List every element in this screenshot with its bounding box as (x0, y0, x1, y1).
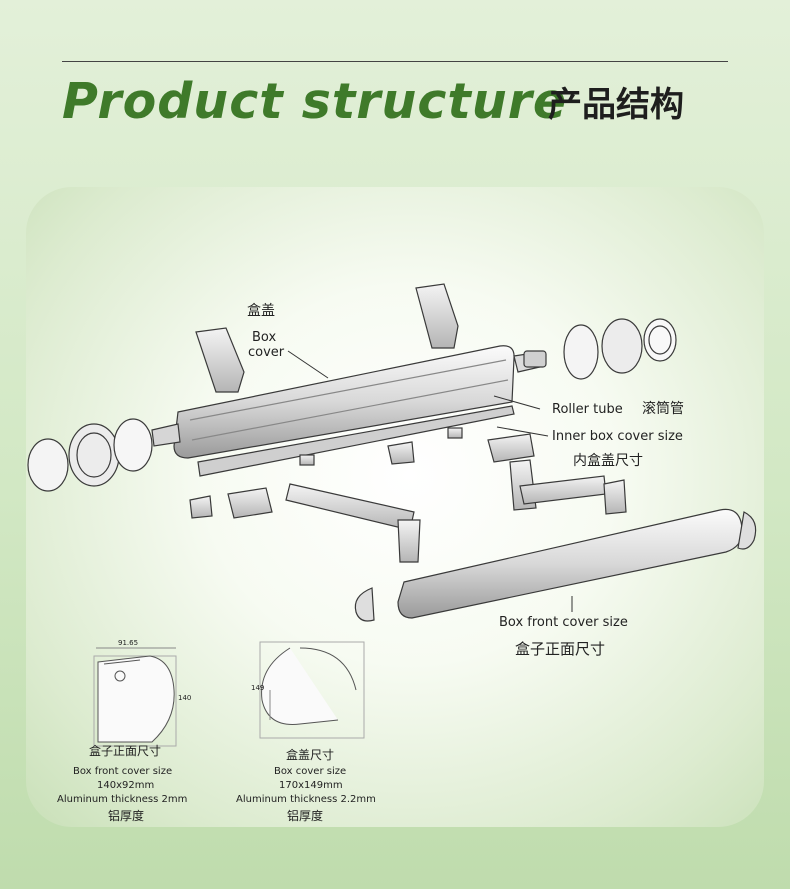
box-front-cover-label: Box front cover size (499, 615, 628, 630)
profile-right-drawing (259, 641, 365, 739)
profile-right-thickness: Aluminum thickness 2.2mm (236, 794, 376, 805)
profile-right-cn-title: 盒盖尺寸 (286, 747, 334, 762)
leader-lines (287, 350, 573, 612)
profile-right-size: 170x149mm (279, 780, 343, 791)
profile-left-en-title: Box front cover size (73, 766, 172, 777)
page-title: Product structure (62, 73, 568, 130)
profile-left-thickness: Aluminum thickness 2mm (57, 794, 187, 805)
folding-arm-left (189, 483, 421, 563)
box-cover-en-label-2: cover (248, 345, 285, 360)
inner-box-cover-label: Inner box cover size (552, 429, 683, 444)
top-rule (62, 61, 728, 62)
profile-right-thickness-cn: 铝厚度 (287, 808, 323, 823)
profile-right-en-title: Box cover size (274, 766, 346, 777)
folding-arm-right (487, 433, 627, 515)
end-caps-left (27, 418, 153, 492)
box-cover-en-label-1: Box (252, 330, 276, 345)
box-cover-cn-label: 盒盖 (247, 302, 275, 319)
inner-box-cover-cn-label: 内盒盖尺寸 (573, 452, 643, 469)
profile-left-thickness-cn: 铝厚度 (108, 808, 144, 823)
roller-tube-part (151, 350, 547, 447)
end-caps-right (563, 318, 677, 380)
box-front-cover-cn-label: 盒子正面尺寸 (515, 640, 605, 658)
profile-left-size: 140x92mm (97, 780, 154, 791)
profile-left-drawing (93, 647, 177, 747)
page-title-cn: 产品结构 (548, 85, 684, 125)
wall-brackets (195, 283, 463, 466)
profile-left-dim-side: 140 (178, 694, 191, 702)
profile-left-dim-top: 91.65 (118, 639, 138, 647)
box-front-cover-part (354, 508, 757, 622)
roller-tube-label: Roller tube (552, 402, 623, 417)
profile-right-dim-side: 149 (251, 684, 264, 692)
profile-left-cn-title: 盒子正面尺寸 (89, 743, 161, 758)
box-cover-part (173, 345, 515, 477)
roller-tube-cn-label: 滚筒管 (642, 400, 684, 417)
